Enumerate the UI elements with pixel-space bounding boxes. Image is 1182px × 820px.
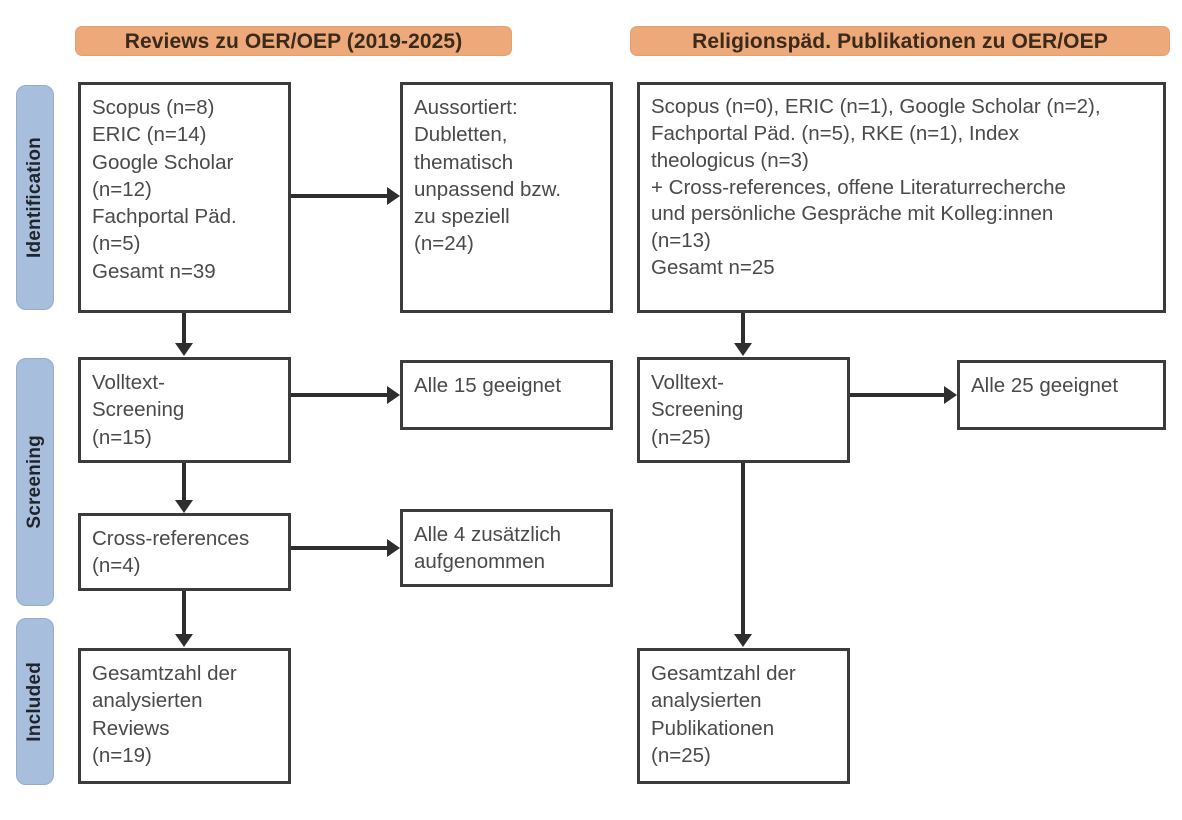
box-line: (n=25) (651, 425, 711, 449)
box-left-crossrefs-result: Alle 4 zusätzlich aufgenommen (400, 509, 613, 587)
box-line: unpassend bzw. (414, 177, 562, 201)
box-line: Screening (92, 398, 185, 422)
box-line: zu speziell (414, 205, 510, 228)
box-line: Aussortiert: (414, 96, 518, 119)
box-line: Fachportal Päd. (n=5), RKE (n=1), Index (651, 121, 1020, 145)
arrowhead-down-icon (734, 634, 752, 647)
box-right-identification: Scopus (n=0), ERIC (n=1), Google Scholar… (637, 82, 1166, 313)
box-line: (n=12) (92, 177, 152, 201)
box-line: (n=25) (651, 743, 711, 767)
box-line: Alle 25 geeignet (971, 374, 1119, 397)
box-line: ERIC (n=14) (92, 123, 207, 147)
column-header-right-label: Religionspäd. Publikationen zu OER/OEP (692, 29, 1108, 53)
box-line: Volltext- (651, 371, 724, 394)
box-line: Google Scholar (92, 150, 234, 174)
box-line: Scopus (n=0), ERIC (n=1), Google Scholar… (651, 95, 1101, 118)
connector-left-identification-to-screening (182, 313, 186, 344)
stage-label-screening-text: Screening (24, 435, 45, 529)
connector-right-identification-to-screening (741, 313, 745, 344)
arrowhead-right-icon (944, 386, 957, 404)
connector-left-identification-to-excluded (291, 194, 389, 198)
box-line: thematisch (414, 150, 514, 174)
box-line: Gesamtzahl der (92, 662, 237, 685)
box-right-included: Gesamtzahl der analysierten Publikatione… (637, 648, 850, 784)
box-left-crossrefs: Cross-references (n=4) (78, 513, 291, 591)
box-line: und persönliche Gespräche mit Kolleg:inn… (651, 202, 1054, 226)
box-right-screening: Volltext- Screening (n=25) (637, 357, 850, 463)
box-left-excluded: Aussortiert: Dubletten, thematisch unpas… (400, 82, 613, 313)
box-line: theologicus (n=3) (651, 148, 809, 172)
box-line: Fachportal Päd. (92, 205, 237, 228)
box-line: Reviews (92, 716, 170, 740)
connector-left-screening-to-result (291, 393, 389, 397)
box-line: Alle 4 zusätzlich (414, 523, 561, 546)
box-right-screening-result: Alle 25 geeignet (957, 360, 1166, 430)
box-left-screening-result: Alle 15 geeignet (400, 360, 613, 430)
box-line: Gesamtzahl der (651, 662, 796, 685)
stage-label-identification-text: Identification (24, 136, 45, 259)
connector-left-screening-to-crossrefs (182, 463, 186, 501)
box-line: (n=13) (651, 229, 711, 253)
box-line: Publikationen (651, 716, 775, 740)
box-line: aufgenommen (414, 550, 546, 574)
box-line: (n=15) (92, 425, 152, 449)
arrowhead-down-icon (175, 500, 193, 513)
box-line: Cross-references (92, 527, 250, 550)
box-line: Dubletten, (414, 123, 508, 147)
arrowhead-right-icon (387, 187, 400, 205)
arrowhead-down-icon (734, 343, 752, 356)
box-left-screening: Volltext- Screening (n=15) (78, 357, 291, 463)
arrowhead-right-icon (387, 386, 400, 404)
box-line: (n=4) (92, 554, 141, 578)
box-line: (n=5) (92, 232, 141, 256)
connector-left-crossrefs-to-included (182, 591, 186, 635)
arrowhead-down-icon (175, 343, 193, 356)
column-header-left: Reviews zu OER/OEP (2019-2025) (75, 26, 512, 56)
box-line: Alle 15 geeignet (414, 374, 562, 397)
box-line: (n=24) (414, 232, 474, 256)
stage-label-included-text: Included (24, 661, 45, 742)
box-line: (n=19) (92, 743, 152, 767)
box-line: Screening (651, 398, 744, 422)
connector-right-screening-to-result (850, 393, 946, 397)
box-line: Scopus (n=8) (92, 96, 215, 119)
box-line: analysierten (651, 689, 762, 713)
connector-left-crossrefs-to-result (291, 546, 389, 550)
arrowhead-down-icon (175, 634, 193, 647)
box-line: analysierten (92, 689, 203, 713)
connector-right-screening-to-included (741, 463, 745, 635)
box-line: Volltext- (92, 371, 165, 394)
arrowhead-right-icon (387, 539, 400, 557)
box-left-identification: Scopus (n=8) ERIC (n=14) Google Scholar … (78, 82, 291, 313)
box-line: + Cross-references, offene Literaturrech… (651, 175, 1066, 199)
stage-label-included: Included (16, 618, 54, 785)
stage-label-screening: Screening (16, 358, 54, 606)
column-header-right: Religionspäd. Publikationen zu OER/OEP (630, 26, 1170, 56)
stage-label-identification: Identification (16, 85, 54, 310)
column-header-left-label: Reviews zu OER/OEP (2019-2025) (124, 29, 463, 53)
box-left-included: Gesamtzahl der analysierten Reviews (n=1… (78, 648, 291, 784)
box-line: Gesamt n=39 (92, 259, 216, 283)
box-line: Gesamt n=25 (651, 256, 775, 280)
